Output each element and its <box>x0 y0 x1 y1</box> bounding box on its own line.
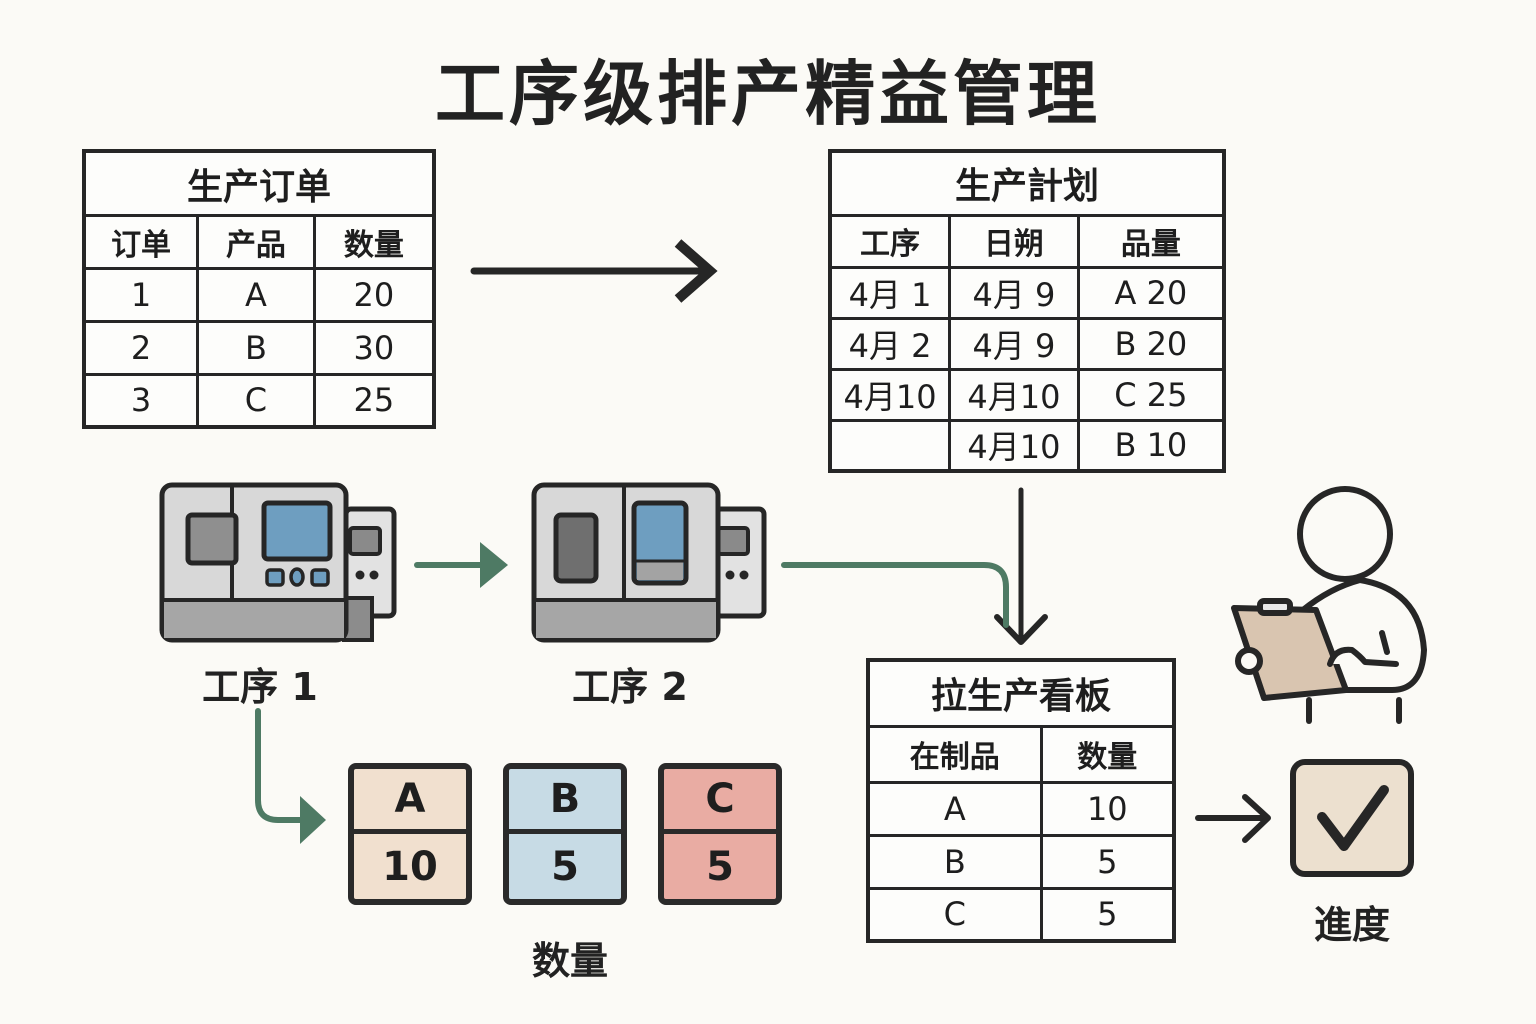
process1-to-process2-arrow <box>414 542 508 588</box>
plan-cell: 4月 9 <box>948 265 1080 320</box>
progress-label: 進度 <box>1313 903 1390 947</box>
kanban-card-product: B <box>509 769 621 834</box>
diagram-title: 工序级排产精益管理 <box>435 53 1101 135</box>
plan-cell: B 10 <box>1076 418 1226 473</box>
kanban-card-a: A 10 <box>348 763 472 905</box>
orders-cell: 1 <box>82 267 200 323</box>
orders-cell: 30 <box>312 319 436 376</box>
kanban-card-quantity: 5 <box>706 843 734 890</box>
kanban-cell: B <box>866 833 1043 890</box>
table-row: A 10 <box>866 780 1176 837</box>
orders-cell: B <box>196 319 316 376</box>
machine-icon <box>159 482 397 643</box>
kanban-cell: 10 <box>1039 780 1176 837</box>
orders-cell: A <box>196 267 316 323</box>
plan-header-process: 工序 <box>828 213 952 269</box>
plan-header-date: 日朔 <box>948 213 1080 269</box>
plan-cell: 4月 2 <box>828 316 952 371</box>
process2-to-kanban-connector <box>781 562 1009 628</box>
kanban-card-c: C 5 <box>658 763 782 905</box>
check-icon <box>1290 759 1414 877</box>
pull-kanban-board: 拉生产看板 在制品 数量 A 10 B 5 C 5 <box>866 658 1176 943</box>
kanban-header-quantity: 数量 <box>1039 724 1176 784</box>
orders-cell: 25 <box>312 372 436 429</box>
kanban-cell: 5 <box>1039 886 1176 943</box>
kanban-card-quantity: 10 <box>382 843 438 890</box>
table-row: C 5 <box>866 886 1176 943</box>
table-row: B 5 <box>866 833 1176 890</box>
table-row: 4月 2 4月 9 B 20 <box>828 316 1226 371</box>
orders-to-plan-arrow <box>470 239 718 303</box>
orders-cell: 20 <box>312 267 436 323</box>
kanban-card-product: C <box>664 769 776 834</box>
orders-cell: C <box>196 372 316 429</box>
plan-cell: A 20 <box>1076 265 1226 320</box>
orders-table-caption: 生产订单 <box>82 149 436 218</box>
plan-cell: 4月 1 <box>828 265 952 320</box>
orders-cell: 2 <box>82 319 200 376</box>
plan-cell: B 20 <box>1076 316 1226 371</box>
orders-cell: 3 <box>82 372 200 429</box>
kanban-cell: A <box>866 780 1043 837</box>
table-row: 4月10 B 10 <box>828 418 1226 473</box>
table-row: 4月 1 4月 9 A 20 <box>828 265 1226 320</box>
plan-header-product-quantity: 品量 <box>1076 213 1226 269</box>
kanban-card-b: B 5 <box>503 763 627 905</box>
plan-cell: 4月10 <box>948 367 1080 422</box>
kanban-card-quantity: 5 <box>551 843 579 890</box>
table-row: 1 A 20 <box>82 267 436 323</box>
kanban-board-caption: 拉生产看板 <box>866 658 1176 728</box>
kanban-cards-label: 数量 <box>531 939 608 983</box>
plan-cell <box>828 418 952 473</box>
production-orders-table: 生产订单 订单 产品 数量 1 A 20 2 B 30 3 C 25 <box>82 149 436 429</box>
plan-cell: 4月10 <box>948 418 1080 473</box>
kanban-header-wip: 在制品 <box>866 724 1043 784</box>
plan-table-caption: 生产計划 <box>828 149 1226 217</box>
process1-to-cards-arrow <box>255 708 326 844</box>
production-plan-table: 生产計划 工序 日朔 品量 4月 1 4月 9 A 20 4月 2 4月 9 B… <box>828 149 1226 473</box>
kanban-to-progress-arrow <box>1195 794 1271 843</box>
plan-cell: C 25 <box>1076 367 1226 422</box>
table-row: 4月10 4月10 C 25 <box>828 367 1226 422</box>
plan-cell: 4月 9 <box>948 316 1080 371</box>
table-row: 3 C 25 <box>82 372 436 429</box>
process-2-label: 工序 2 <box>572 665 688 709</box>
process-1-label: 工序 1 <box>202 665 318 709</box>
machine-icon <box>531 482 767 643</box>
kanban-card-product: A <box>354 769 466 834</box>
orders-header-order: 订单 <box>82 214 200 271</box>
person-with-clipboard-icon <box>1231 486 1427 724</box>
kanban-cell: 5 <box>1039 833 1176 890</box>
plan-cell: 4月10 <box>828 367 952 422</box>
orders-header-quantity: 数量 <box>312 214 436 271</box>
table-row: 2 B 30 <box>82 319 436 376</box>
orders-header-product: 产品 <box>196 214 316 271</box>
kanban-cell: C <box>866 886 1043 943</box>
